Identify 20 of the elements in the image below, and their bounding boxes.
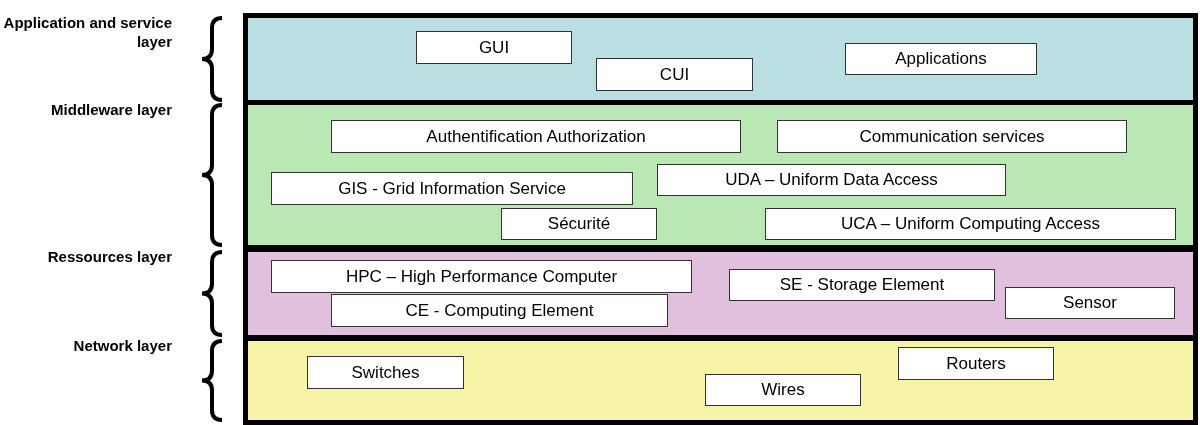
component-box: CUI	[596, 58, 753, 91]
component-box: Wires	[705, 374, 861, 406]
component-box: Sensor	[1005, 287, 1175, 319]
component-box: Routers	[898, 347, 1054, 380]
component-box: UCA – Uniform Computing Access	[765, 208, 1176, 240]
layer-label: Middleware layer	[50, 100, 172, 119]
component-box: GUI	[416, 31, 572, 64]
component-box: GIS - Grid Information Service	[271, 172, 633, 205]
layer-label: Network layer	[72, 336, 172, 355]
layer-label: Application and service layer	[2, 13, 172, 51]
component-box: UDA – Uniform Data Access	[657, 164, 1006, 196]
component-box: Sécurité	[501, 208, 657, 240]
component-box: CE - Computing Element	[331, 294, 668, 327]
component-box: HPC – High Performance Computer	[271, 260, 692, 293]
component-box: Applications	[845, 43, 1037, 75]
component-box: SE - Storage Element	[729, 269, 995, 301]
component-box: Communication services	[777, 120, 1127, 153]
layer-label: Ressources layer	[46, 247, 172, 266]
component-box: Authentification Authorization	[331, 120, 741, 153]
component-box: Switches	[307, 356, 464, 389]
